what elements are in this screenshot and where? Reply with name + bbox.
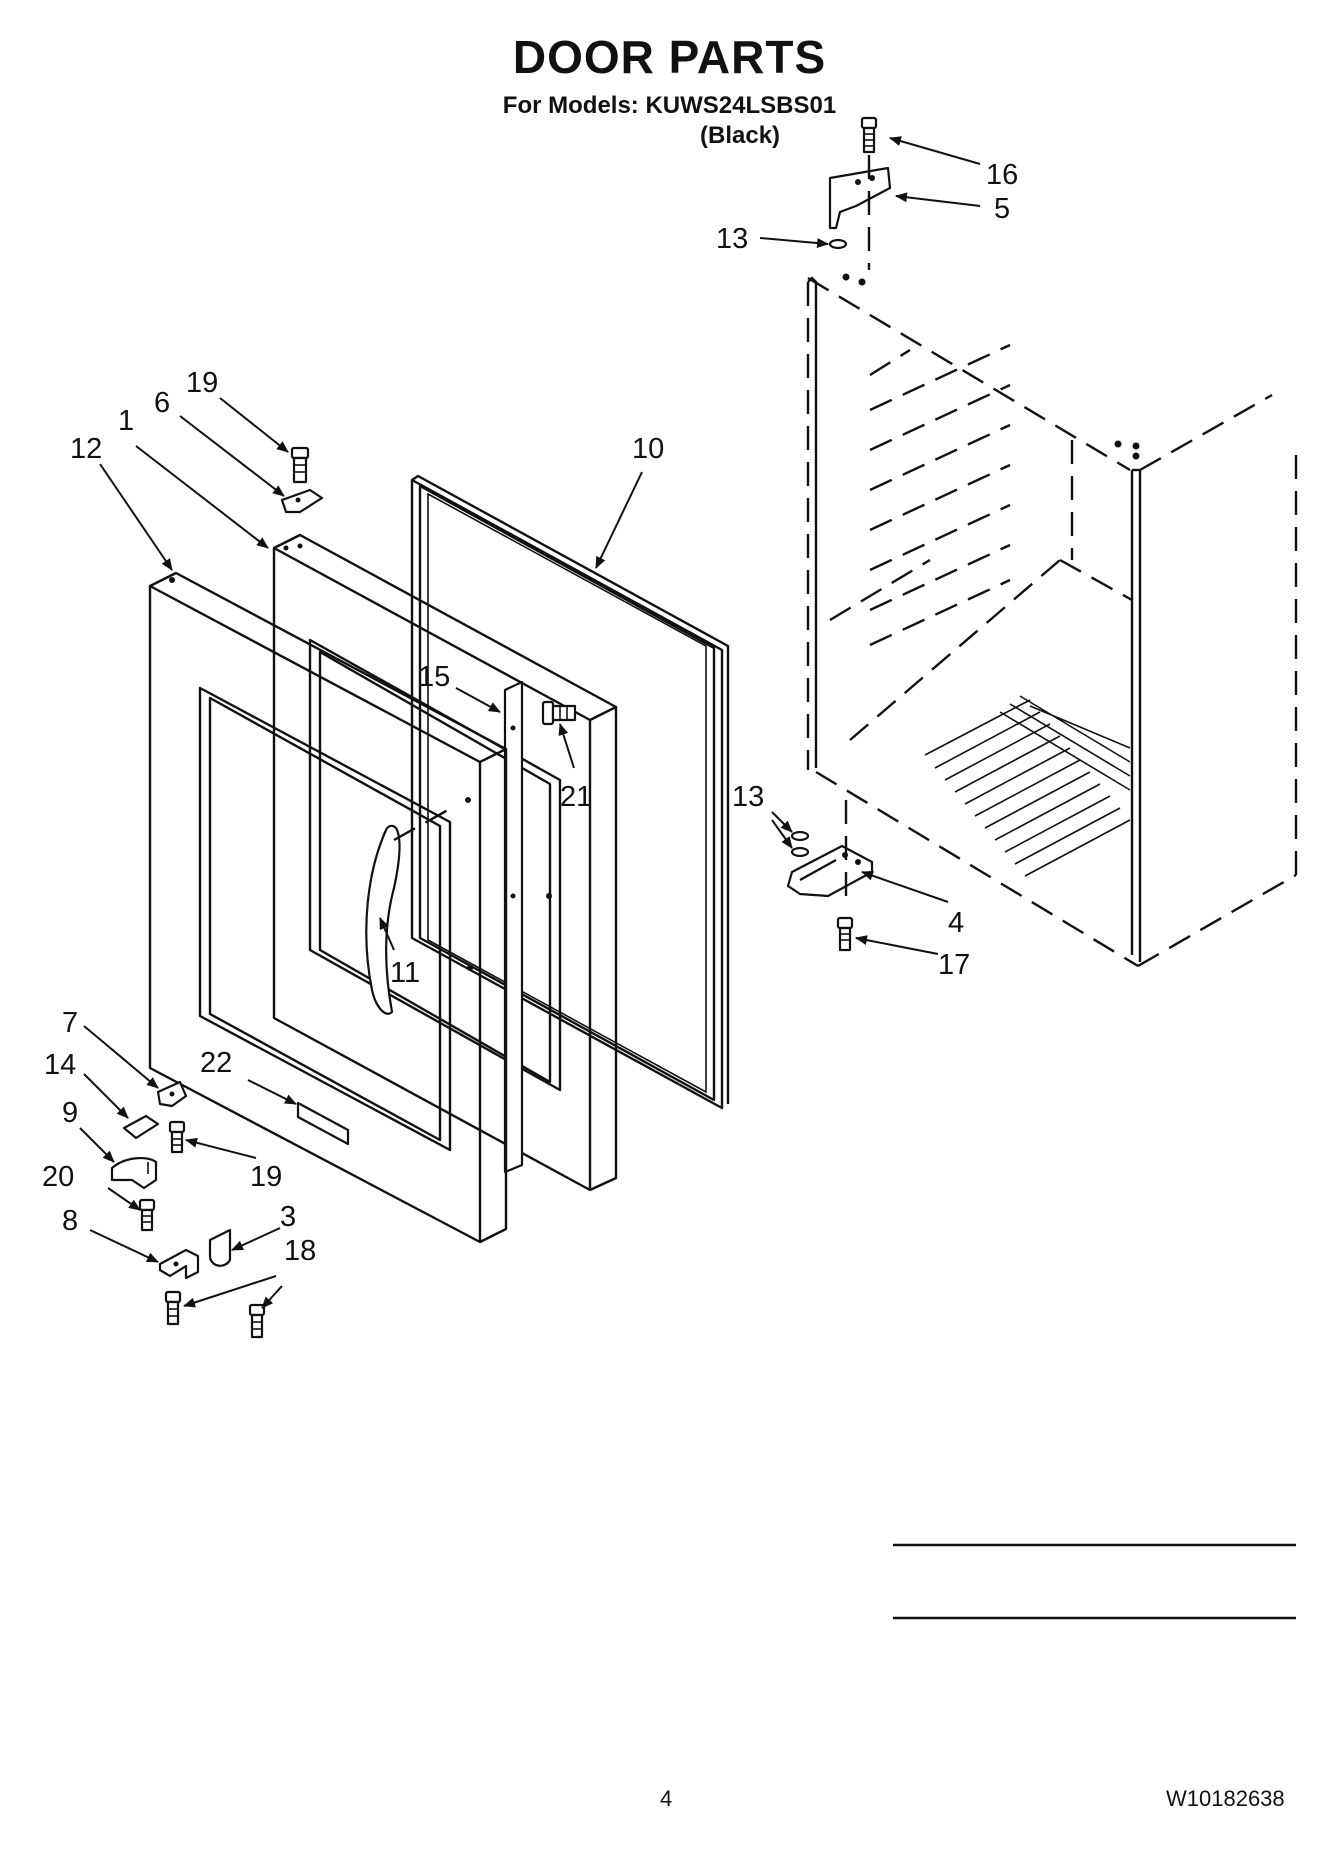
callout-19-bottom: 19 <box>250 1161 282 1193</box>
callout-13-bottom: 13 <box>732 781 764 813</box>
callout-20: 20 <box>42 1161 74 1193</box>
callout-22: 22 <box>200 1047 232 1079</box>
document-number: W10182638 <box>1166 1786 1285 1811</box>
outer-door-frame <box>148 571 552 1244</box>
callout-5: 5 <box>994 193 1010 225</box>
bottom-shim <box>122 1114 160 1140</box>
callout-14: 14 <box>44 1049 76 1081</box>
bottom-hinge-screw <box>836 916 854 952</box>
hinge-cover <box>110 1156 158 1190</box>
callout-4: 4 <box>948 907 964 939</box>
cabinet-outline <box>806 273 1298 968</box>
callout-11: 11 <box>390 957 420 989</box>
top-hinge-screw <box>860 116 878 154</box>
door-gasket <box>410 474 730 1110</box>
bottom-screw-18b <box>248 1303 266 1339</box>
model-number-line: For Models: KUWS24LSBS01 <box>502 92 837 119</box>
callout-9: 9 <box>62 1097 78 1129</box>
bottom-screw-19 <box>168 1120 186 1154</box>
top-hinge-washer <box>828 238 848 250</box>
callout-10: 10 <box>632 433 664 465</box>
callout-8: 8 <box>62 1205 78 1237</box>
leader-lines <box>79 136 981 1309</box>
callout-labels: 16 5 13 19 6 1 12 10 15 21 11 13 4 17 7 … <box>42 159 1018 1267</box>
bottom-screw-18a <box>164 1290 182 1326</box>
callout-12: 12 <box>70 433 102 465</box>
callout-3: 3 <box>280 1201 296 1233</box>
callout-15: 15 <box>418 661 450 693</box>
door-top-hinge-screw <box>290 446 310 484</box>
page-title: DOOR PARTS <box>512 31 827 83</box>
door-hinge-strip <box>503 680 524 1174</box>
callout-7: 7 <box>62 1007 78 1039</box>
hinge-cap-3 <box>208 1228 232 1267</box>
callout-6: 6 <box>154 387 170 419</box>
door-top-hinge-plate <box>280 488 324 514</box>
callout-19-top: 19 <box>186 367 218 399</box>
callout-21: 21 <box>560 781 592 813</box>
bottom-pivot-plate <box>156 1080 188 1108</box>
cabinet-interior-vents <box>869 343 1011 647</box>
bottom-hinge-washers <box>790 830 810 858</box>
cabinet-floor-grille <box>924 695 1131 877</box>
callout-17: 17 <box>938 949 970 981</box>
callout-18: 18 <box>284 1235 316 1267</box>
callout-13-top: 13 <box>716 223 748 255</box>
top-hinge-bracket <box>828 166 892 230</box>
pivot-pin-20 <box>138 1198 156 1232</box>
blank-form-lines <box>893 1543 1296 1620</box>
page-number: 4 <box>660 1786 673 1811</box>
bottom-hinge-8 <box>158 1248 200 1280</box>
handle-screw <box>541 700 577 726</box>
callout-1: 1 <box>118 405 134 437</box>
callout-16: 16 <box>986 159 1018 191</box>
inner-door-panel <box>272 533 618 1192</box>
color-variant: (Black) <box>700 122 781 149</box>
